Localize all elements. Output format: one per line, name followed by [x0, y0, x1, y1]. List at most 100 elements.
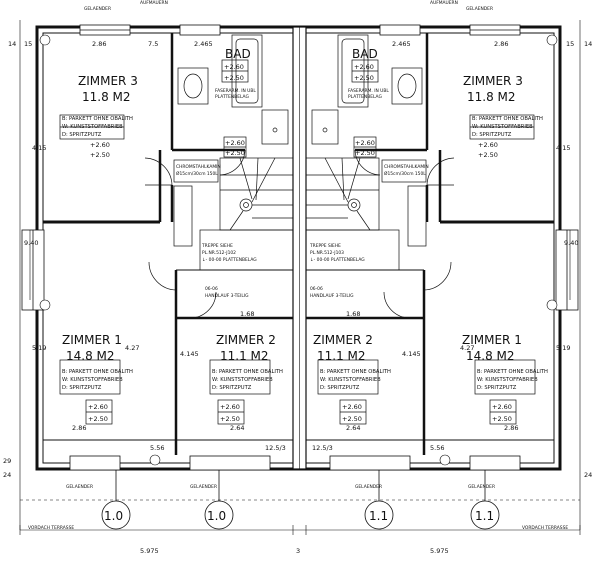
walls: [35, 25, 562, 471]
finish-floor-6: B: PARKETT OHNE OBALITH: [477, 369, 548, 375]
dim-height-940-right: 9.40: [564, 239, 578, 247]
room-name-zimmer2-right: ZIMMER 2: [313, 333, 373, 347]
level-upper-3: +2.60: [342, 403, 362, 411]
finish-wall-3: W: KUNSTSTOFFABRIEB: [62, 377, 123, 383]
finish-floor-3: B: PARKETT OHNE OBALITH: [62, 369, 133, 375]
dim-bath-right: 2.465: [392, 40, 411, 48]
bath-note-right-1: FASERARM. IN UBL: [348, 88, 389, 94]
level-upper-4: +2.60: [492, 403, 512, 411]
room-name-zimmer1-right: ZIMMER 1: [462, 333, 522, 347]
dim-side-556-left: 5.56: [150, 444, 164, 452]
finish-wall-1: W: KUNSTSTOFFABRIEB: [62, 124, 123, 130]
finish-wall-4: W: KUNSTSTOFFABRIEB: [212, 377, 273, 383]
bath-note-left-1: FASERARM. IN UBL: [215, 88, 256, 94]
stair-note-right-1: TREPPE SIEHE: [309, 243, 341, 249]
dim-edge-15-right: 15: [566, 40, 574, 48]
bath-name-left: BAD: [225, 47, 251, 61]
finish-floor-1: B: PARKETT OHNE OBALITH: [62, 116, 133, 122]
level-upper-5: +2.60: [224, 63, 244, 71]
outflow-top-right: AUFMAUERN: [430, 0, 458, 6]
level-upper-6: +2.60: [354, 63, 374, 71]
dim-edge-24-left: 24: [3, 471, 11, 479]
dim-height-940-left: 9.40: [24, 239, 38, 247]
handrail-note-left-1: 06-06: [205, 286, 218, 292]
level-upper-8: +2.60: [355, 139, 375, 147]
stair-note-left-1: TREPPE SIEHE: [201, 243, 233, 249]
dim-total-left: 5.975: [140, 547, 159, 555]
dim-edge-14-right: 14: [584, 40, 592, 48]
level-lower-4: +2.50: [492, 415, 512, 423]
dimension-text: 5.975 5.975 3 2.86 2.86 2.465 2.465 2.86…: [3, 40, 592, 555]
handrail-note-right-2: HANDLAUF 3-TEILIG: [310, 293, 354, 299]
dim-height-519-right: 5.19: [556, 344, 570, 352]
dim-total-right: 5.975: [430, 547, 449, 555]
finish-wall-5: W: KUNSTSTOFFABRIEB: [320, 377, 381, 383]
level-lower-9: +2.50: [90, 151, 110, 159]
dim-top-left: 2.86: [92, 40, 106, 48]
finish-floor-2: B: PARKETT OHNE OBALITH: [472, 116, 543, 122]
dim-edge-14-left: 14: [8, 40, 16, 48]
dim-room-lower-right: 2.86: [504, 424, 518, 432]
railing-top-left: GELAENDER: [84, 6, 111, 12]
section-markers: [101, 470, 500, 530]
stair-note-left-3: ↓- 00-00 PLATTENBELAG: [202, 257, 257, 263]
dim-room-lower-mid: 2.64: [230, 424, 244, 432]
level-upper-9: +2.60: [90, 141, 110, 149]
railing-bottom-3: GELAENDER: [355, 484, 382, 490]
stair-note-right-2: PL.NR.512-J103: [310, 250, 344, 256]
level-lower-8: +2.50: [355, 149, 375, 157]
finish-wall-2: W: KUNSTSTOFFABRIEB: [472, 124, 533, 130]
finish-wall-6: W: KUNSTSTOFFABRIEB: [477, 377, 538, 383]
level-upper-2: +2.60: [220, 403, 240, 411]
level-upper-10: +2.60: [478, 141, 498, 149]
finish-text: B: PARKETT OHNE OBALITH W: KUNSTSTOFFABR…: [62, 116, 548, 391]
dim-height-415-left: 4.15: [32, 144, 46, 152]
section-label-4: 1.1: [475, 509, 494, 523]
windows: [21, 24, 579, 471]
dim-bath-left: 2.465: [194, 40, 213, 48]
chimneys: [173, 159, 427, 247]
dim-height-519-left: 5.19: [32, 344, 46, 352]
dimension-lines: [19, 20, 581, 535]
dim-side-125-left: 12.5/3: [265, 444, 286, 452]
stair-note-left-2: PL.NR.512-J102: [202, 250, 236, 256]
stair-note-right-3: ↓- 00-00 PLATTENBELAG: [310, 257, 365, 263]
room-area-zimmer1-left: 14.8 M2: [66, 349, 115, 363]
finish-ceiling-1: D: SPRITZPUTZ: [62, 132, 102, 138]
railing-bottom-2: GELAENDER: [190, 484, 217, 490]
chimney-note-right-1: CHROMSTAHLKAMIN: [384, 164, 429, 170]
room-name-zimmer3-left: ZIMMER 3: [78, 74, 138, 88]
staircases: [199, 157, 400, 271]
chimney-note-left-2: Ø15cm/30cm 150L: [176, 170, 218, 177]
outflow-top-left: AUFMAUERN: [140, 0, 168, 6]
level-lower-3: +2.50: [342, 415, 362, 423]
dim-height-427-right: 4.27: [460, 344, 474, 352]
section-label-2: 1.0: [207, 509, 226, 523]
dim-height-415-right: 4.15: [556, 144, 570, 152]
level-upper-7: +2.60: [225, 139, 245, 147]
level-lower-10: +2.50: [478, 151, 498, 159]
railing-bottom-1: GELAENDER: [66, 484, 93, 490]
room-labels: ZIMMER 3 11.8 M2 ZIMMER 3 11.8 M2 ZIMMER…: [62, 47, 523, 363]
section-label-1: 1.0: [104, 509, 123, 523]
level-lower-1: +2.50: [88, 415, 108, 423]
finish-ceiling-6: D: SPRITZPUTZ: [477, 385, 517, 391]
dim-height-4145-right: 4.145: [402, 350, 421, 358]
level-lower-6: +2.50: [354, 74, 374, 82]
dim-edge-15-left: 15: [24, 40, 32, 48]
dim-stair-right: 1.68: [346, 310, 360, 318]
dim-height-4145-left: 4.145: [180, 350, 199, 358]
dim-stair-left: 1.68: [240, 310, 254, 318]
chimney-note-left-1: CHROMSTAHLKAMIN: [176, 164, 221, 170]
finish-ceiling-2: D: SPRITZPUTZ: [472, 132, 512, 138]
level-upper-1: +2.60: [88, 403, 108, 411]
room-name-zimmer3-right: ZIMMER 3: [463, 74, 523, 88]
finish-ceiling-5: D: SPRITZPUTZ: [320, 385, 360, 391]
room-area-zimmer3-left: 11.8 M2: [82, 90, 131, 104]
dim-height-427-left: 4.27: [125, 344, 139, 352]
room-area-zimmer2-left: 11.1 M2: [220, 349, 269, 363]
section-labels: 1.0 1.0 1.1 1.1: [104, 509, 494, 523]
room-name-zimmer2-left: ZIMMER 2: [216, 333, 276, 347]
bath-name-right: BAD: [352, 47, 378, 61]
